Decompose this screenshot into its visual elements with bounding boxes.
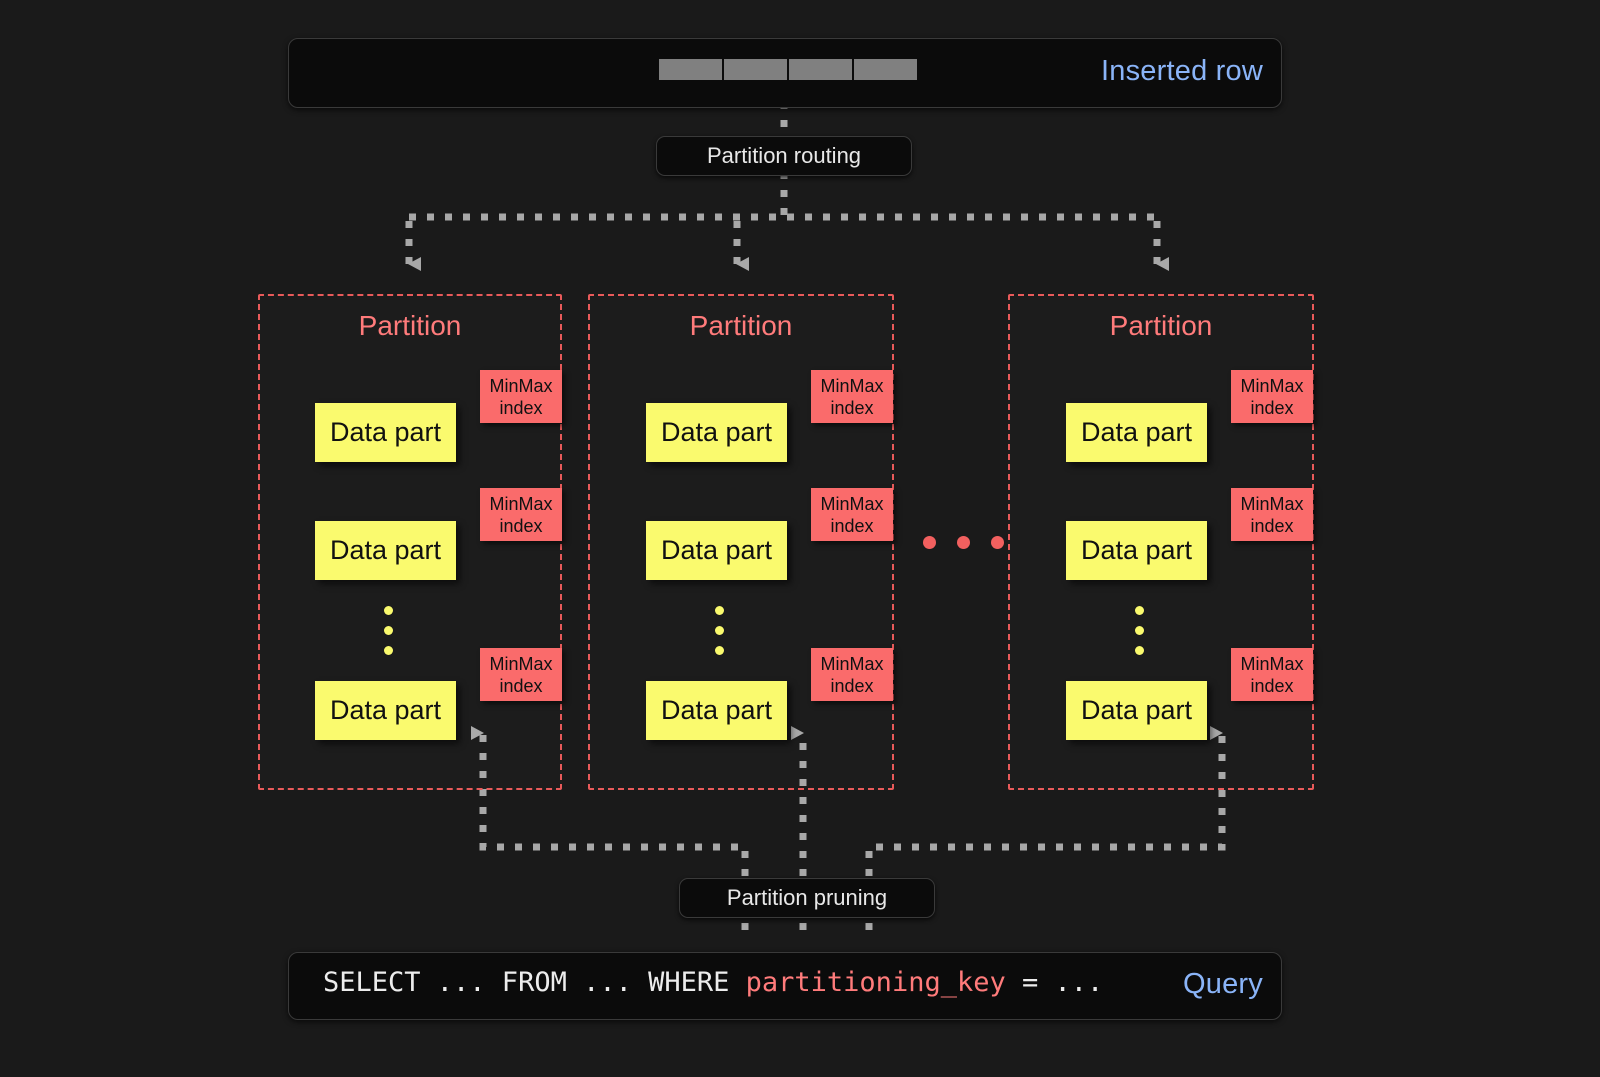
ellipsis-dot: [1135, 646, 1144, 655]
minmax-index-line1: MinMax: [1240, 493, 1304, 514]
data-part-label: Data part: [660, 417, 773, 447]
partition-routing-box[interactable]: Partition routing: [656, 136, 912, 176]
partition-pruning-label: Partition pruning: [726, 885, 888, 910]
data-part-box: Data part: [315, 681, 456, 740]
query-bar: SELECT ... FROM ... WHERE partitioning_k…: [288, 952, 1282, 1020]
minmax-index-box: MinMax index: [811, 488, 893, 541]
data-part-label: Data part: [1080, 535, 1193, 565]
data-part-label: Data part: [329, 417, 442, 447]
minmax-index-line1: MinMax: [820, 493, 884, 514]
data-part-box: Data part: [646, 521, 787, 580]
data-part-label: Data part: [1080, 417, 1193, 447]
ellipsis-dot: [957, 536, 970, 549]
minmax-index-box: MinMax index: [480, 648, 562, 701]
minmax-index-line2: index: [1250, 515, 1294, 536]
minmax-index-line2: index: [499, 515, 543, 536]
data-part-ellipsis: [384, 606, 393, 655]
ellipsis-dot: [384, 606, 393, 615]
minmax-index-box: MinMax index: [1231, 488, 1313, 541]
minmax-index-line2: index: [830, 515, 874, 536]
data-part-box: Data part: [1066, 681, 1207, 740]
query-suffix: = ...: [1005, 967, 1104, 998]
data-part-box: Data part: [1066, 403, 1207, 462]
minmax-index-box: MinMax index: [480, 370, 562, 423]
minmax-index-line2: index: [499, 675, 543, 696]
partition-box-1: Partition MinMax index Data part MinMax …: [258, 294, 562, 790]
data-part-box: Data part: [315, 521, 456, 580]
data-part-label: Data part: [660, 535, 773, 565]
minmax-index-box: MinMax index: [811, 370, 893, 423]
query-text: SELECT ... FROM ... WHERE partitioning_k…: [323, 967, 1103, 998]
data-part-label: Data part: [660, 695, 773, 725]
inserted-row-bar: Inserted row: [288, 38, 1282, 108]
minmax-index-line2: index: [1250, 675, 1294, 696]
data-part-box: Data part: [646, 681, 787, 740]
row-cell: [854, 59, 917, 80]
minmax-index-line2: index: [499, 397, 543, 418]
ellipsis-dot: [991, 536, 1004, 549]
minmax-index-line1: MinMax: [489, 653, 553, 674]
minmax-index-line1: MinMax: [1240, 375, 1304, 396]
partition-box-2: Partition MinMax index Data part MinMax …: [588, 294, 894, 790]
partition-ellipsis: [923, 536, 1004, 549]
minmax-index-box: MinMax index: [1231, 370, 1313, 423]
row-cell: [659, 59, 722, 80]
ellipsis-dot: [923, 536, 936, 549]
data-part-label: Data part: [329, 695, 442, 725]
ellipsis-dot: [1135, 606, 1144, 615]
partition-title: Partition: [1109, 310, 1213, 341]
data-part-box: Data part: [315, 403, 456, 462]
ellipsis-dot: [384, 626, 393, 635]
minmax-index-box: MinMax index: [811, 648, 893, 701]
minmax-index-line1: MinMax: [820, 653, 884, 674]
row-cell: [789, 59, 852, 80]
data-part-label: Data part: [329, 535, 442, 565]
query-partitioning-key: partitioning_key: [745, 967, 1006, 998]
row-cell: [724, 59, 787, 80]
data-part-box: Data part: [1066, 521, 1207, 580]
ellipsis-dot: [715, 626, 724, 635]
query-prefix: SELECT ... FROM ... WHERE: [323, 967, 746, 998]
data-part-ellipsis: [715, 606, 724, 655]
ellipsis-dot: [1135, 626, 1144, 635]
query-label: Query: [1183, 968, 1263, 1000]
minmax-index-line2: index: [1250, 397, 1294, 418]
inserted-row-label: Inserted row: [1101, 55, 1263, 87]
minmax-index-line1: MinMax: [820, 375, 884, 396]
data-part-ellipsis: [1135, 606, 1144, 655]
ellipsis-dot: [715, 646, 724, 655]
minmax-index-line2: index: [830, 675, 874, 696]
minmax-index-line1: MinMax: [489, 375, 553, 396]
ellipsis-dot: [715, 606, 724, 615]
partition-pruning-box[interactable]: Partition pruning: [679, 878, 935, 918]
minmax-index-line2: index: [830, 397, 874, 418]
minmax-index-line1: MinMax: [489, 493, 553, 514]
partition-routing-label: Partition routing: [706, 143, 862, 168]
data-part-box: Data part: [646, 403, 787, 462]
ellipsis-dot: [384, 646, 393, 655]
data-part-label: Data part: [1080, 695, 1193, 725]
minmax-index-box: MinMax index: [480, 488, 562, 541]
partition-box-3: Partition MinMax index Data part MinMax …: [1008, 294, 1314, 790]
minmax-index-box: MinMax index: [1231, 648, 1313, 701]
inserted-row-cells: [659, 59, 917, 80]
partition-title: Partition: [689, 310, 793, 341]
partition-title: Partition: [358, 310, 462, 341]
minmax-index-line1: MinMax: [1240, 653, 1304, 674]
